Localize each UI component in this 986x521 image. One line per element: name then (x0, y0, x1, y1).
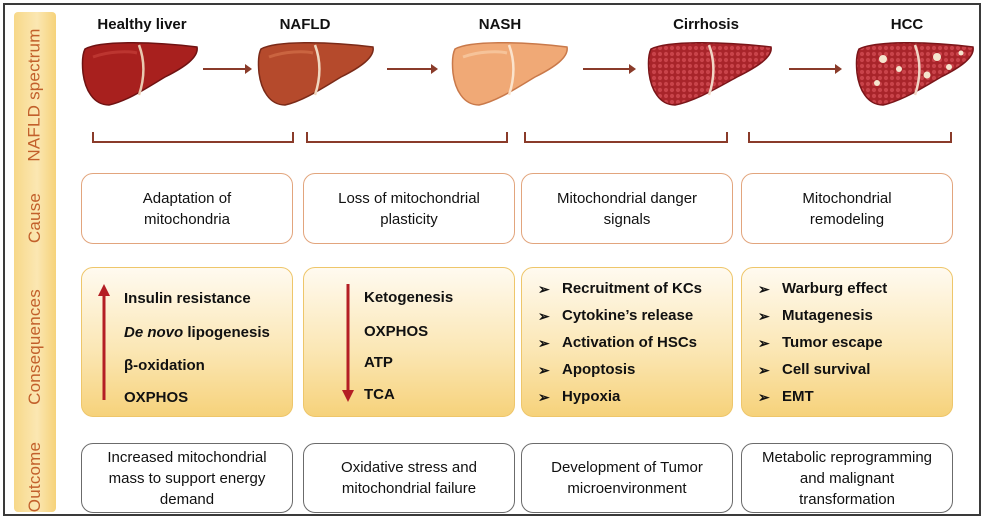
hcc-liver-icon (855, 41, 974, 106)
row-label-cause: Cause (25, 192, 45, 244)
cause-box-3: Mitochondrial danger signals (521, 173, 733, 244)
row-label-nafld-spectrum: NAFLD spectrum (25, 28, 45, 162)
consequence-hypoxia: Hypoxia (562, 388, 621, 405)
outcome-box-4: Metabolic reprogramming and malignant tr… (741, 443, 953, 513)
consequence-activation-hscs: Activation of HSCs (562, 334, 698, 351)
nafld-liver-icon (257, 41, 374, 106)
consequences-box-3: ➢ Recruitment of KCs ➢ Cytokine’s releas… (521, 267, 733, 417)
bullet-arrow-icon: ➢ (758, 281, 770, 297)
stage-title-hcc: HCC (890, 16, 924, 33)
consequence-insulin-resistance: Insulin resistance (124, 290, 251, 307)
stage-title-nafld: NAFLD (279, 16, 331, 33)
bullet-arrow-icon: ➢ (758, 389, 770, 405)
consequences-box-4: ➢ Warburg effect ➢ Mutagenesis ➢ Tumor e… (741, 267, 953, 417)
consequence-atp: ATP (364, 354, 393, 371)
cause-box-2: Loss of mitochondrial plasticity (303, 173, 515, 244)
outcome-box-3: Development of Tumor microenvironment (521, 443, 733, 513)
consequences-box-1: Insulin resistance De novo lipogenesis β… (81, 267, 293, 417)
stage-title-nash: NASH (478, 16, 522, 33)
bullet-arrow-icon: ➢ (538, 389, 550, 405)
consequence-recruitment-kcs: Recruitment of KCs (562, 280, 703, 297)
stage-title-cirrhosis: Cirrhosis (673, 16, 739, 33)
healthy-liver-icon (81, 41, 198, 106)
consequence-de-novo-lipogenesis: De novo lipogenesis (124, 324, 270, 341)
row-label-sidebar: NAFLD spectrum Cause Consequences Outcom… (14, 12, 56, 512)
row-label-outcome: Outcome (25, 441, 44, 513)
stage-bracket-4 (748, 132, 952, 143)
bullet-arrow-icon: ➢ (538, 308, 550, 324)
consequence-tumor-escape: Tumor escape (782, 334, 883, 351)
consequence-warburg-effect: Warburg effect (782, 280, 888, 297)
consequences-box-2: Ketogenesis OXPHOS ATP TCA (303, 267, 515, 417)
outcome-box-2: Oxidative stress and mitochondrial failu… (303, 443, 515, 513)
row-label-consequences: Consequences (25, 289, 45, 405)
bullet-arrow-icon: ➢ (538, 335, 550, 351)
decrease-arrow-icon (342, 284, 354, 402)
consequence-mutagenesis: Mutagenesis (782, 307, 873, 324)
progression-arrow-2 (387, 64, 438, 74)
increase-arrow-icon (98, 284, 110, 400)
cirrhosis-liver-icon (647, 42, 772, 106)
consequence-tca: TCA (364, 386, 395, 403)
bullet-arrow-icon: ➢ (538, 362, 550, 378)
consequence-oxphos-2: OXPHOS (364, 323, 429, 340)
cause-box-1: Adaptation of mitochondria (81, 173, 293, 244)
progression-arrow-3 (583, 64, 636, 74)
stage-bracket-3 (524, 132, 728, 143)
consequence-oxphos: OXPHOS (124, 389, 189, 406)
progression-arrow-4 (789, 64, 842, 74)
stage-bracket-2 (306, 132, 508, 143)
bullet-arrow-icon: ➢ (538, 281, 550, 297)
bullet-arrow-icon: ➢ (758, 335, 770, 351)
consequence-emt: EMT (782, 388, 814, 405)
nash-liver-icon (451, 41, 568, 106)
stage-bracket-1 (92, 132, 294, 143)
consequence-ketogenesis: Ketogenesis (364, 289, 454, 306)
bullet-arrow-icon: ➢ (758, 308, 770, 324)
figure-frame: NAFLD spectrum Cause Consequences Outcom… (3, 3, 981, 516)
consequence-cytokine-release: Cytokine’s release (562, 307, 694, 324)
outcome-box-1: Increased mitochondrial mass to support … (81, 443, 293, 513)
consequence-cell-survival: Cell survival (782, 361, 871, 378)
progression-arrow-1 (203, 64, 252, 74)
bullet-arrow-icon: ➢ (758, 362, 770, 378)
consequence-apoptosis: Apoptosis (562, 361, 636, 378)
cause-box-4: Mitochondrial remodeling (741, 173, 953, 244)
stage-title-healthy-liver: Healthy liver (97, 16, 187, 33)
consequence-beta-oxidation: β-oxidation (124, 357, 205, 374)
